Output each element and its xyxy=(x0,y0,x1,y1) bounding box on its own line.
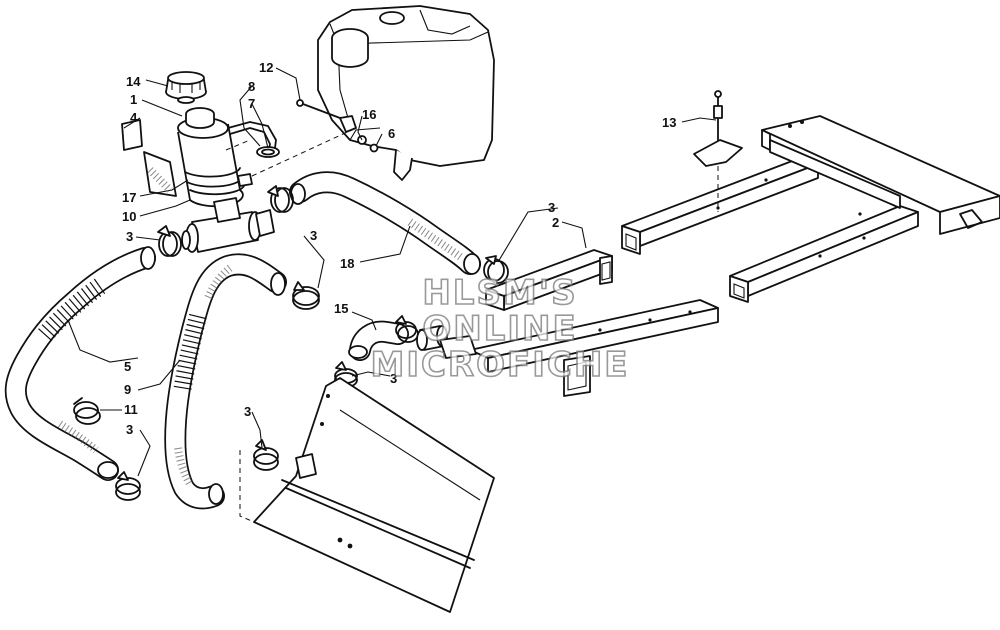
hose-clamp xyxy=(292,281,320,310)
coolant-hose-9 xyxy=(164,253,287,510)
heat-exchanger-lower xyxy=(439,299,719,397)
hose-clamp xyxy=(483,255,509,284)
callout-16: 16 xyxy=(362,107,376,122)
hose-clamp xyxy=(253,439,279,471)
hose-connector xyxy=(416,325,448,351)
hose-clamp-11 xyxy=(73,397,101,425)
watermark: HLSM'S ONLINE MICROFICHE xyxy=(370,272,629,386)
callout-14: 14 xyxy=(126,74,141,89)
callout-3: 3 xyxy=(310,228,317,243)
callout-3: 3 xyxy=(390,371,397,386)
bleeder-sensor-13 xyxy=(693,90,743,212)
callout-7: 7 xyxy=(248,96,255,111)
watermark-line-3: MICROFICHE xyxy=(370,345,629,385)
callout-8: 8 xyxy=(248,79,255,94)
radiator-cap xyxy=(165,71,207,104)
callout-6: 6 xyxy=(388,126,395,141)
tank-fasteners xyxy=(296,99,379,153)
watermark-line-2: ONLINE xyxy=(422,309,577,349)
hose-clamp xyxy=(267,185,294,213)
callout-9: 9 xyxy=(124,382,131,397)
callout-1: 1 xyxy=(130,92,137,107)
callout-4: 4 xyxy=(130,110,138,125)
callout-5: 5 xyxy=(124,359,131,374)
callout-2: 2 xyxy=(552,215,559,230)
callout-17: 17 xyxy=(122,190,136,205)
tee-fitting xyxy=(181,197,275,253)
callout-3: 3 xyxy=(548,200,555,215)
callout-13: 13 xyxy=(662,115,676,130)
elbow-hose-15 xyxy=(348,320,409,361)
callout-18: 18 xyxy=(340,256,354,271)
callout-3: 3 xyxy=(126,422,133,437)
callouts: 14 1 4 17 10 3 12 8 7 16 6 13 3 2 3 18 1… xyxy=(122,60,676,437)
coolant-hose-18 xyxy=(289,171,481,275)
hose-clamp xyxy=(157,225,182,257)
callout-10: 10 xyxy=(122,209,136,224)
callout-15: 15 xyxy=(334,301,348,316)
expansion-bottle xyxy=(177,107,253,208)
hose-clamp xyxy=(115,471,141,501)
reservoir-tank xyxy=(317,5,495,181)
coolant-hose-5 xyxy=(4,246,156,481)
rear-frame xyxy=(621,115,1000,303)
callout-3: 3 xyxy=(244,404,251,419)
hose-clamps xyxy=(73,185,509,501)
watermark-line-1: HLSM'S xyxy=(422,273,577,313)
front-heat-exchanger xyxy=(239,377,495,613)
callout-12: 12 xyxy=(259,60,273,75)
assembly-lines xyxy=(225,127,357,177)
leader-lines xyxy=(67,67,717,477)
decal-and-bracket xyxy=(121,119,177,197)
heat-exchanger-2 xyxy=(485,249,613,311)
callout-3: 3 xyxy=(126,229,133,244)
callout-11: 11 xyxy=(124,402,138,417)
